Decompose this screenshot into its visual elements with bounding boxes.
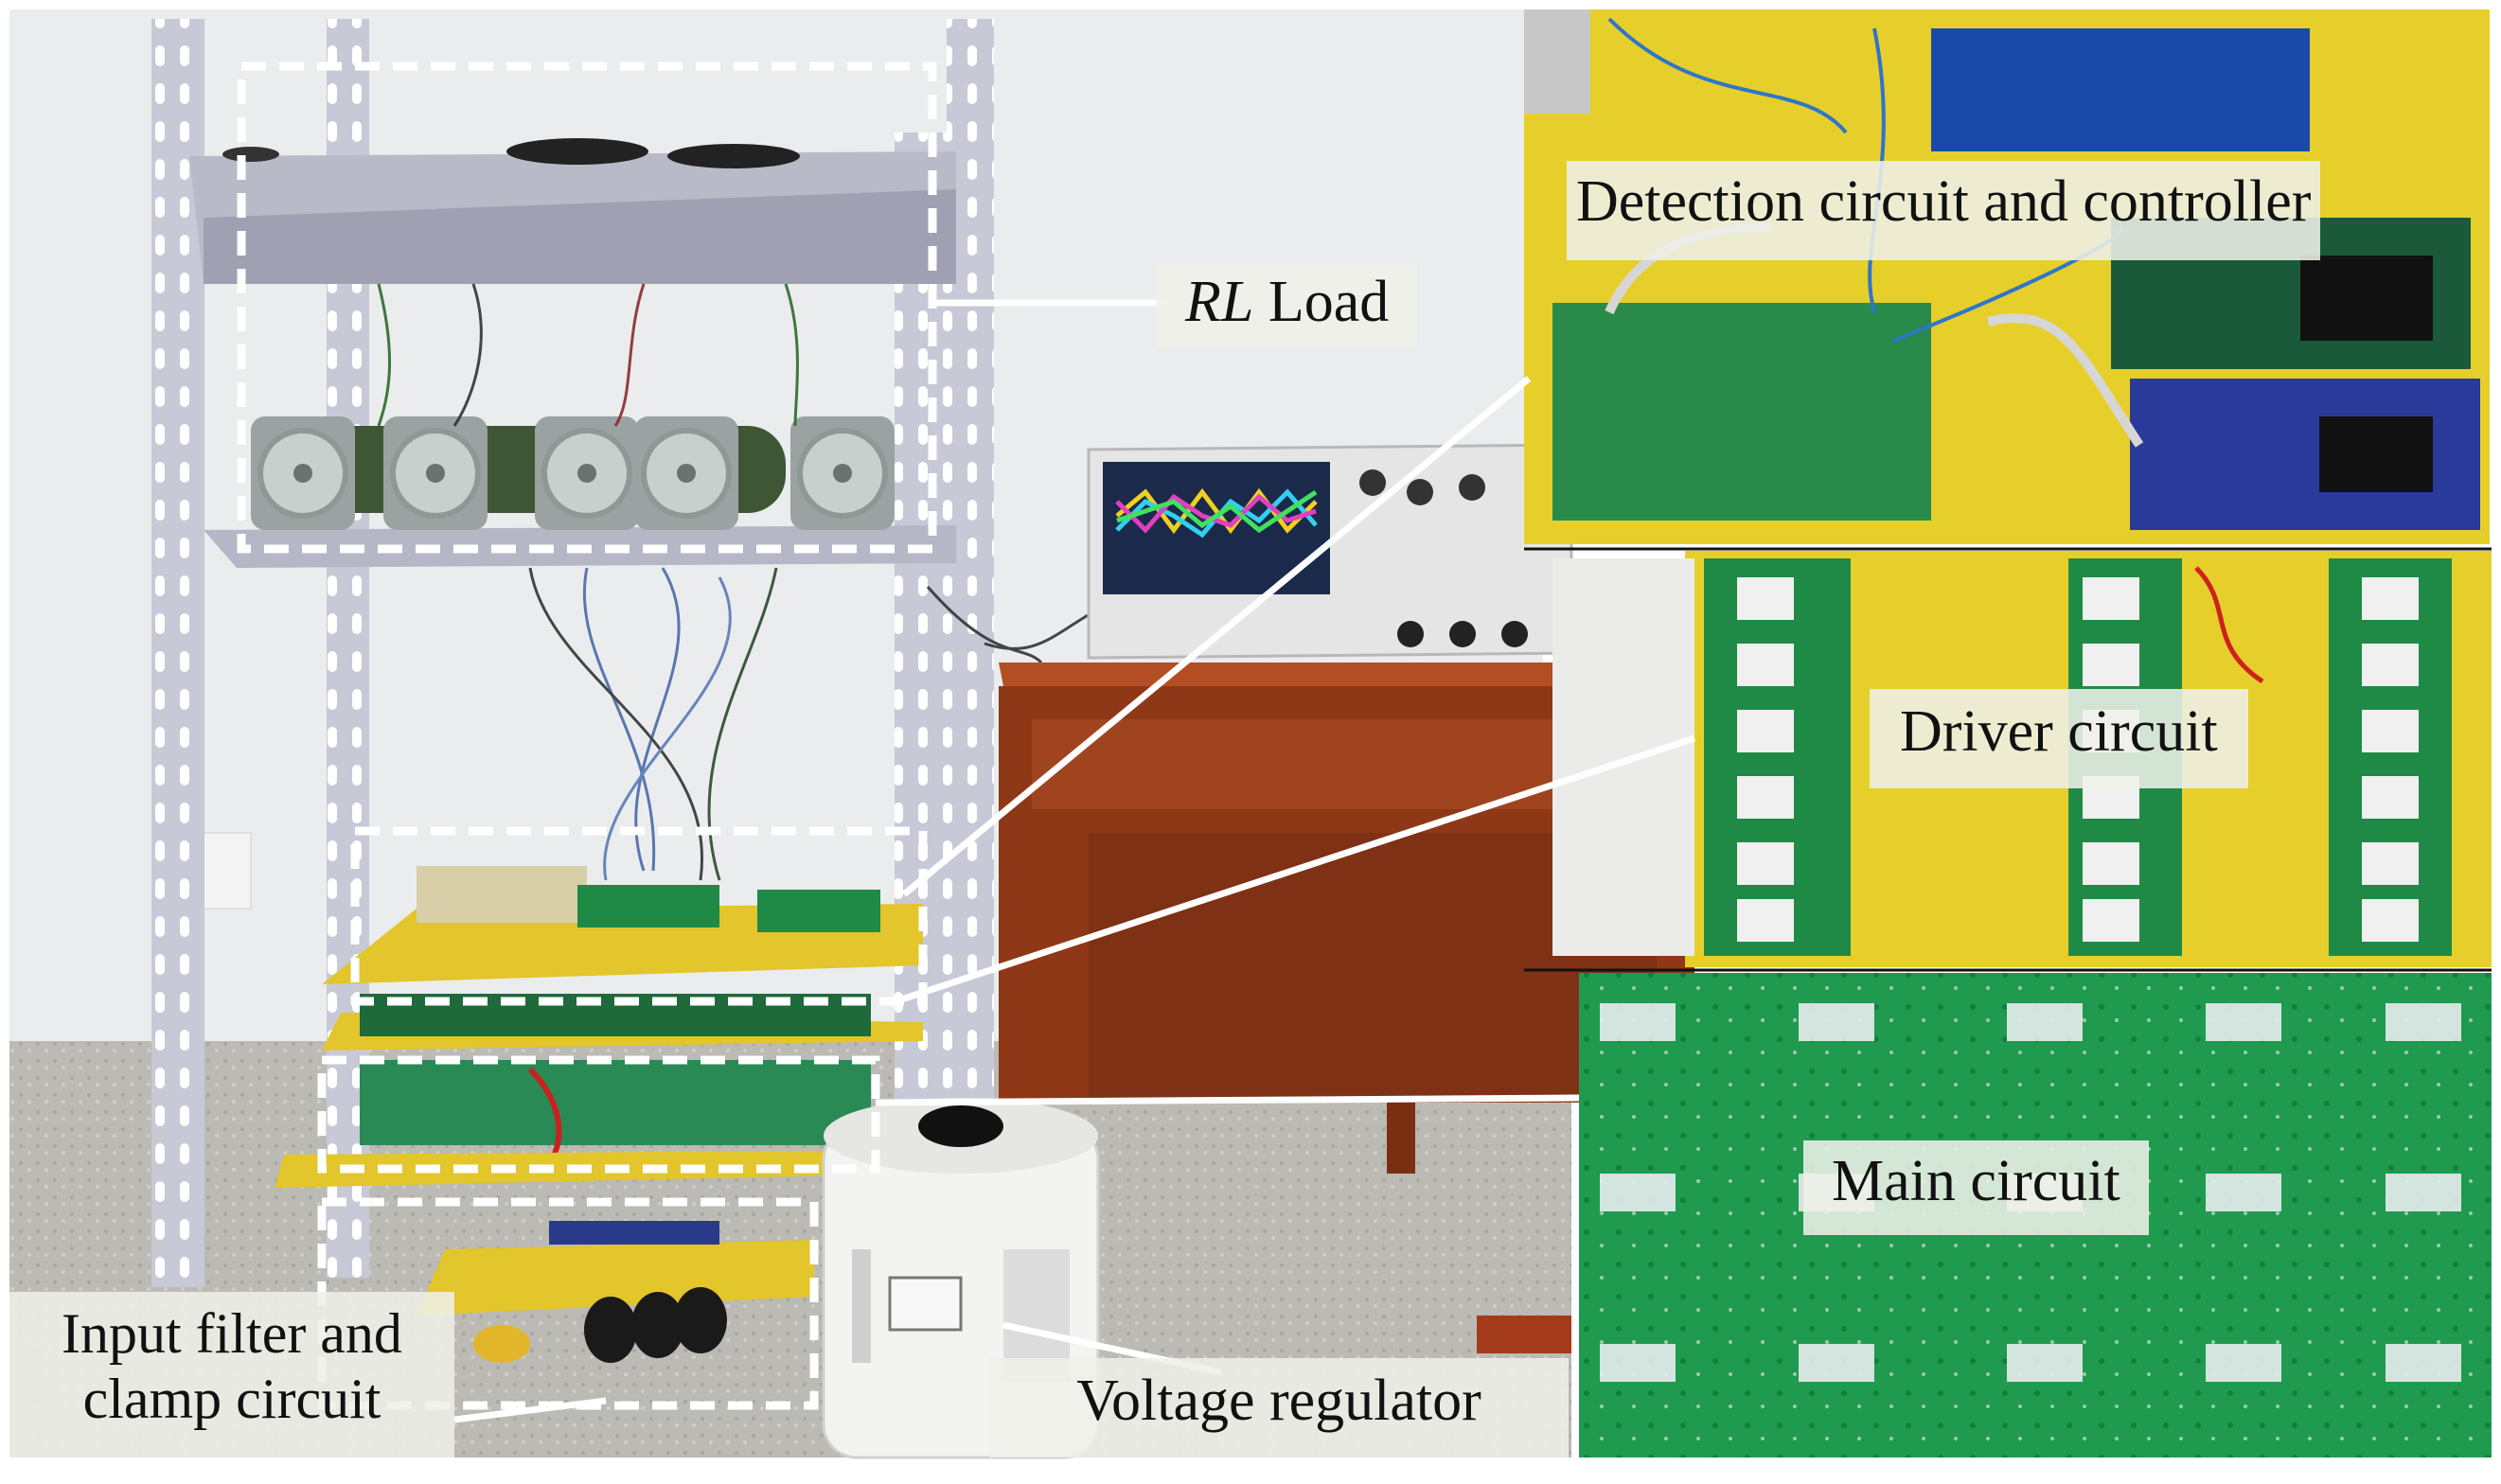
capacitor [473, 1325, 530, 1363]
inductor-coil-1 [506, 138, 648, 165]
oscilloscope [1087, 443, 1573, 660]
callout-lines [453, 299, 1696, 1423]
filter-strip [549, 1221, 719, 1245]
callout-detection [901, 376, 1532, 897]
label-input-filter-line1: Input filter and [62, 1302, 402, 1365]
label-input-filter-line2: clamp circuit [82, 1368, 381, 1430]
dashed-box-rl-load [237, 62, 937, 554]
filter-inductors [584, 1287, 727, 1363]
resistor-end-caps [251, 416, 895, 530]
label-rl-load-text: Load [1253, 270, 1390, 334]
main-boards [360, 1060, 871, 1145]
label-voltage-regulator: Voltage regulator [989, 1358, 1569, 1458]
dashed-box-controller [350, 826, 928, 1006]
inset-detection-controller [1524, 9, 2490, 544]
floor-edge-strip [1477, 1316, 1571, 1353]
label-input-filter-clamp: Input filter and clamp circuit [9, 1292, 454, 1458]
label-driver-circuit: Driver circuit [1870, 689, 2248, 788]
callout-filter [453, 1397, 607, 1423]
inductor-coil-3 [222, 147, 279, 162]
callout-driver [888, 734, 1696, 1007]
controller-board [757, 890, 880, 932]
inductor-coil-2 [667, 144, 800, 168]
label-main-circuit: Main circuit [1803, 1140, 2149, 1235]
label-rl-load: RL Load [1157, 263, 1418, 348]
main-tray [275, 1150, 923, 1188]
top-shelf-front [204, 189, 956, 284]
label-detection-controller: Detection circuit and controller [1567, 161, 2321, 260]
label-rl-load-italic: RL [1185, 270, 1254, 334]
detection-board [577, 885, 719, 928]
dashed-box-main [317, 1055, 880, 1174]
callout-main [875, 1094, 1580, 1106]
shelf-post-left-front [151, 19, 204, 1287]
power-supply-box [417, 866, 587, 923]
